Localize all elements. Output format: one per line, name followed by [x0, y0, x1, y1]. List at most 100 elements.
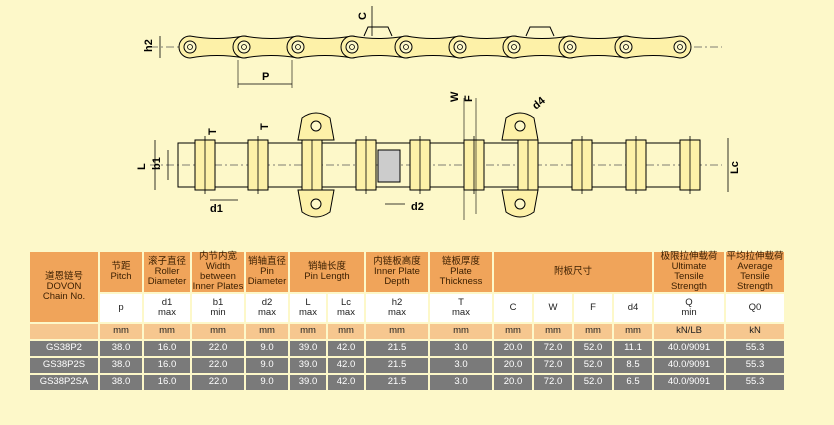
symbol-text: Q: [685, 296, 693, 308]
pin-center: [187, 44, 193, 50]
column-header-en: Roller: [154, 265, 180, 277]
value-cell: 52.0: [574, 340, 612, 356]
value-cell: 40.0/9091: [654, 357, 724, 373]
value-cell: 3.0: [430, 374, 492, 390]
value-cell: 11.1: [614, 340, 652, 356]
label-d4: d4: [530, 94, 548, 112]
pin-hole: [619, 40, 633, 54]
value-cell: 20.0: [494, 340, 532, 356]
attachment-hole: [514, 198, 526, 210]
column-header-cn: 内节内宽: [198, 251, 237, 262]
column-header-en: Tensile: [674, 270, 704, 282]
symbol-text: b1: [212, 296, 224, 308]
unit-text: mm: [625, 325, 641, 337]
unit-text: mm: [159, 325, 175, 337]
unit-cell: mm: [328, 323, 364, 339]
unit-cell: kN/LB: [654, 323, 724, 339]
value-cell: 21.5: [366, 340, 428, 356]
symbol-text: min: [210, 306, 226, 318]
symbol-text: max: [299, 306, 317, 318]
pin-hole: [453, 40, 467, 54]
chain-no-cell: GS38P2: [30, 340, 98, 356]
attachment-hole: [310, 198, 322, 210]
symbol-cell: F: [574, 293, 612, 322]
column-header-en: Diameter: [247, 275, 287, 287]
pin-center: [457, 44, 463, 50]
value-cell: 22.0: [192, 357, 244, 373]
label-d1: d1: [210, 203, 223, 215]
value-cell: 72.0: [534, 374, 572, 390]
label-l: L: [136, 163, 148, 170]
chain-no-en: Chain No.: [42, 290, 86, 302]
value-cell: 40.0/9091: [654, 340, 724, 356]
column-header-cn: 平均拉伸载荷: [726, 251, 784, 262]
value-cell: 55.3: [726, 374, 784, 390]
pin-center: [349, 44, 355, 50]
unit-cell: mm: [100, 323, 142, 339]
unit-text: mm: [453, 325, 469, 337]
value-cell: 3.0: [430, 340, 492, 356]
symbol-cell: W: [534, 293, 572, 322]
symbol-cell: d4: [614, 293, 652, 322]
value-cell: 9.0: [246, 357, 288, 373]
column-header-cn: 内链板高度: [373, 255, 421, 267]
column-header-cn: 节距: [111, 260, 131, 272]
value-cell: 42.0: [328, 340, 364, 356]
unit-cell: mm: [246, 323, 288, 339]
value-cell: 9.0: [246, 374, 288, 390]
column-header-en: Pin: [260, 265, 274, 277]
unit-text: mm: [389, 325, 405, 337]
label-d2: d2: [411, 201, 424, 213]
value-cell: 52.0: [574, 374, 612, 390]
column-header: 附板尺寸: [494, 252, 652, 292]
column-header-en: Depth: [384, 275, 410, 287]
column-header-cn: 附板尺寸: [553, 265, 592, 277]
symbol-text: p: [118, 301, 124, 313]
column-header-en: Thickness: [439, 275, 483, 287]
unit-text: kN/LB: [676, 325, 702, 337]
label-t-mid: T: [259, 123, 271, 130]
symbol-text: F: [590, 301, 596, 313]
unit-cell: kN: [726, 323, 784, 339]
value-cell: 16.0: [144, 357, 190, 373]
unit-text: mm: [113, 325, 129, 337]
pin-center: [295, 44, 301, 50]
symbol-text: C: [509, 301, 517, 313]
unit-text: mm: [259, 325, 275, 337]
column-header-cn: 滚子直径: [147, 255, 186, 267]
unit-cell: mm: [192, 323, 244, 339]
chain-no-cell: GS38P2SA: [30, 374, 98, 390]
value-cell: 6.5: [614, 374, 652, 390]
column-header-en: Average: [737, 260, 773, 272]
column-header-en: Inner Plate: [374, 265, 420, 277]
pin-center: [567, 44, 573, 50]
symbol-cell: Q0: [726, 293, 784, 322]
unit-text: mm: [585, 325, 601, 337]
column-header-en: Width: [205, 260, 231, 272]
value-cell: 21.5: [366, 374, 428, 390]
label-h2: h2: [143, 39, 155, 52]
symbol-text: max: [158, 306, 176, 318]
column-header-en: Strength: [671, 280, 707, 292]
attachment-tab: [363, 26, 393, 37]
unit-text: mm: [545, 325, 561, 337]
value-cell: 40.0/9091: [654, 374, 724, 390]
symbol-text: max: [337, 306, 355, 318]
attachment-hole: [310, 120, 322, 132]
